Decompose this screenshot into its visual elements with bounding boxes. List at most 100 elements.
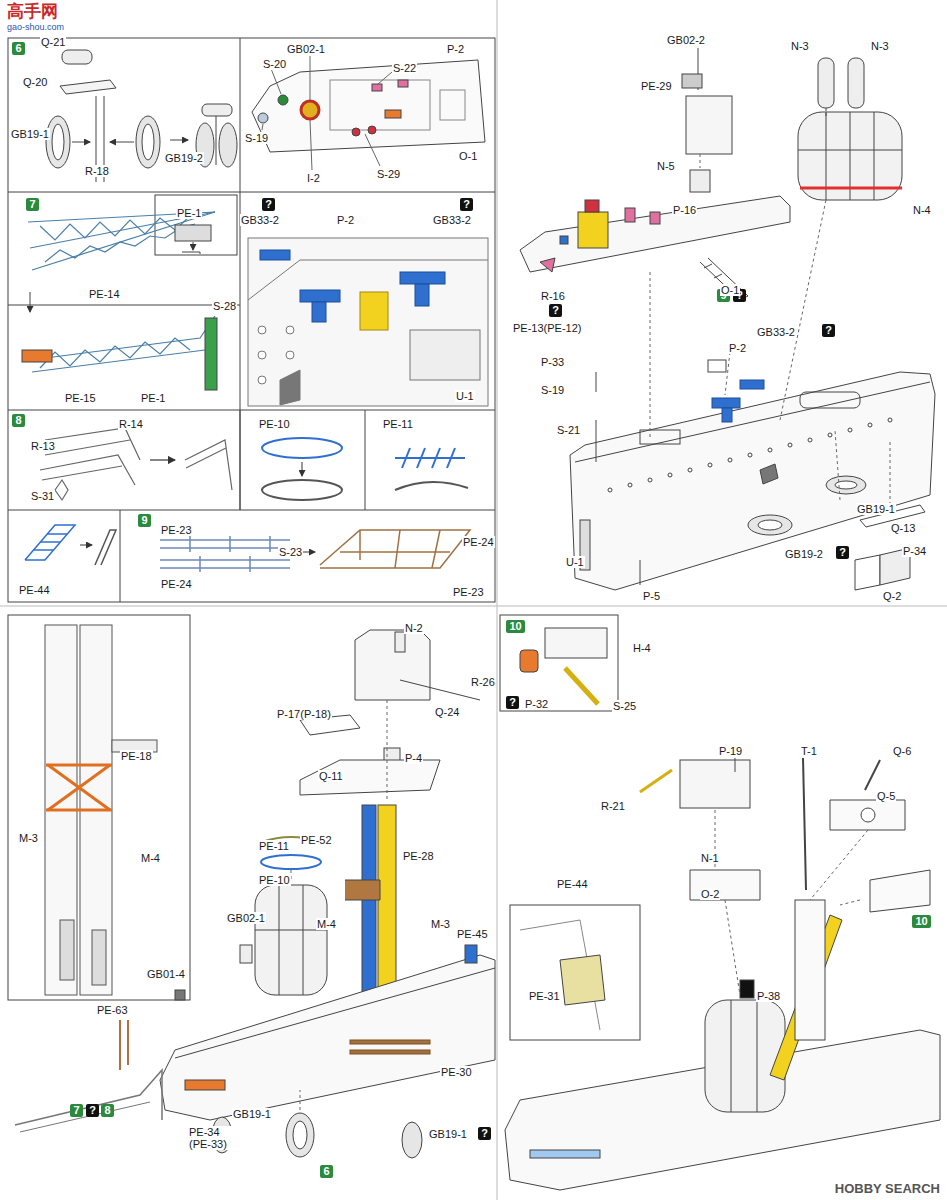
- part-label: Q-6: [892, 745, 912, 757]
- part-label: Q-20: [22, 76, 48, 88]
- part-label: GB01-4: [146, 968, 186, 980]
- badge-text: ?: [509, 696, 516, 708]
- part-label: S-22: [392, 62, 417, 74]
- badge-text: ?: [89, 1104, 96, 1116]
- part-label: PE-14: [88, 288, 121, 300]
- badge-text: 7: [29, 198, 35, 210]
- query-badge: ?: [822, 324, 835, 337]
- part-label: P-33: [540, 356, 565, 368]
- part-label: GB33-2: [432, 214, 472, 226]
- badge-text: 6: [323, 1165, 329, 1177]
- step-badge: 7: [70, 1104, 83, 1117]
- part-label: PE-28: [402, 850, 435, 862]
- query-badge: ?: [460, 198, 473, 211]
- watermark: 高手网: [6, 2, 59, 21]
- part-label: P-16: [672, 204, 697, 216]
- part-label: P-17(P-18): [276, 708, 332, 720]
- part-label: Q-5: [876, 790, 896, 802]
- part-label: P-34: [902, 545, 927, 557]
- step-badge: 9: [138, 514, 151, 527]
- step-badge: 10: [912, 915, 931, 928]
- part-label: GB02-1: [226, 912, 266, 924]
- part-label: R-18: [84, 165, 110, 177]
- part-label: H-4: [632, 642, 652, 654]
- part-label: GB19-1: [10, 128, 50, 140]
- part-label: P-5: [642, 590, 661, 602]
- query-badge: ?: [478, 1127, 491, 1140]
- part-label: PE-44: [18, 584, 51, 596]
- part-label: S-25: [612, 700, 637, 712]
- badge-text: 8: [104, 1104, 110, 1116]
- part-label: PE-34 (PE-33): [188, 1126, 234, 1150]
- part-label: PE-1: [176, 207, 202, 219]
- part-label: PE-52: [300, 834, 333, 846]
- part-label: S-20: [262, 58, 287, 70]
- part-label: R-13: [30, 440, 56, 452]
- part-label: GB02-1: [286, 43, 326, 55]
- part-label: GB02-2: [666, 34, 706, 46]
- part-label: PE-45: [456, 928, 489, 940]
- badge-text: 10: [509, 620, 521, 632]
- part-label: GB19-1: [856, 503, 896, 515]
- part-label: GB33-2: [240, 214, 280, 226]
- badge-text: ?: [265, 198, 272, 210]
- part-label: N-5: [656, 160, 676, 172]
- part-label: U-1: [565, 556, 585, 568]
- part-label: R-21: [600, 800, 626, 812]
- part-label: Q-2: [882, 590, 902, 602]
- badge-text: 8: [15, 414, 21, 426]
- step-badge: 6: [12, 42, 25, 55]
- part-label: N-2: [404, 622, 424, 634]
- part-label: PE-10: [258, 418, 291, 430]
- query-badge: ?: [262, 198, 275, 211]
- part-label: N-4: [912, 204, 932, 216]
- part-label: U-1: [455, 390, 475, 402]
- part-label: O-1: [458, 150, 478, 162]
- part-label: T-1: [800, 745, 818, 757]
- part-label: N-1: [700, 852, 720, 864]
- watermark: gao-shou.com: [6, 22, 65, 32]
- part-label: P-19: [718, 745, 743, 757]
- part-label: M-4: [140, 852, 161, 864]
- badge-text: 7: [73, 1104, 79, 1116]
- part-label: GB19-1: [232, 1108, 272, 1120]
- query-badge: ?: [549, 304, 562, 317]
- part-label: S-29: [376, 168, 401, 180]
- part-label: PE-63: [96, 1004, 129, 1016]
- part-label: R-14: [118, 418, 144, 430]
- badge-text: ?: [825, 324, 832, 336]
- part-label: GB33-2: [756, 326, 796, 338]
- badge-text: 10: [915, 915, 927, 927]
- part-label: S-31: [30, 490, 55, 502]
- badge-text: ?: [839, 546, 846, 558]
- part-label: PE-11: [258, 840, 290, 852]
- part-label: PE-24: [160, 578, 193, 590]
- part-label: I-2: [306, 172, 321, 184]
- part-label: M-4: [316, 918, 337, 930]
- part-label: P-32: [524, 698, 549, 710]
- part-label: PE-1: [140, 392, 166, 404]
- badge-text: ?: [552, 304, 559, 316]
- part-label: PE-23: [160, 524, 193, 536]
- part-label: PE-13(PE-12): [512, 322, 582, 334]
- part-label: S-23: [278, 546, 303, 558]
- part-label: P-4: [404, 752, 423, 764]
- part-label: Q-13: [890, 522, 916, 534]
- part-label: O-1: [720, 284, 740, 296]
- step-badge: 8: [12, 414, 25, 427]
- part-label: P-2: [336, 214, 355, 226]
- step-badge: 8: [101, 1104, 114, 1117]
- part-label: PE-44: [556, 878, 589, 890]
- part-label: M-3: [18, 832, 39, 844]
- badge-text: 9: [141, 514, 147, 526]
- query-badge: ?: [836, 546, 849, 559]
- part-label: S-28: [212, 300, 237, 312]
- part-label: GB19-2: [164, 152, 204, 164]
- part-label: PE-31: [528, 990, 561, 1002]
- part-label: GB19-1: [428, 1128, 468, 1140]
- part-label: P-2: [446, 43, 465, 55]
- part-label: PE-24: [462, 536, 495, 548]
- badge-text: ?: [463, 198, 470, 210]
- part-label: S-19: [244, 132, 269, 144]
